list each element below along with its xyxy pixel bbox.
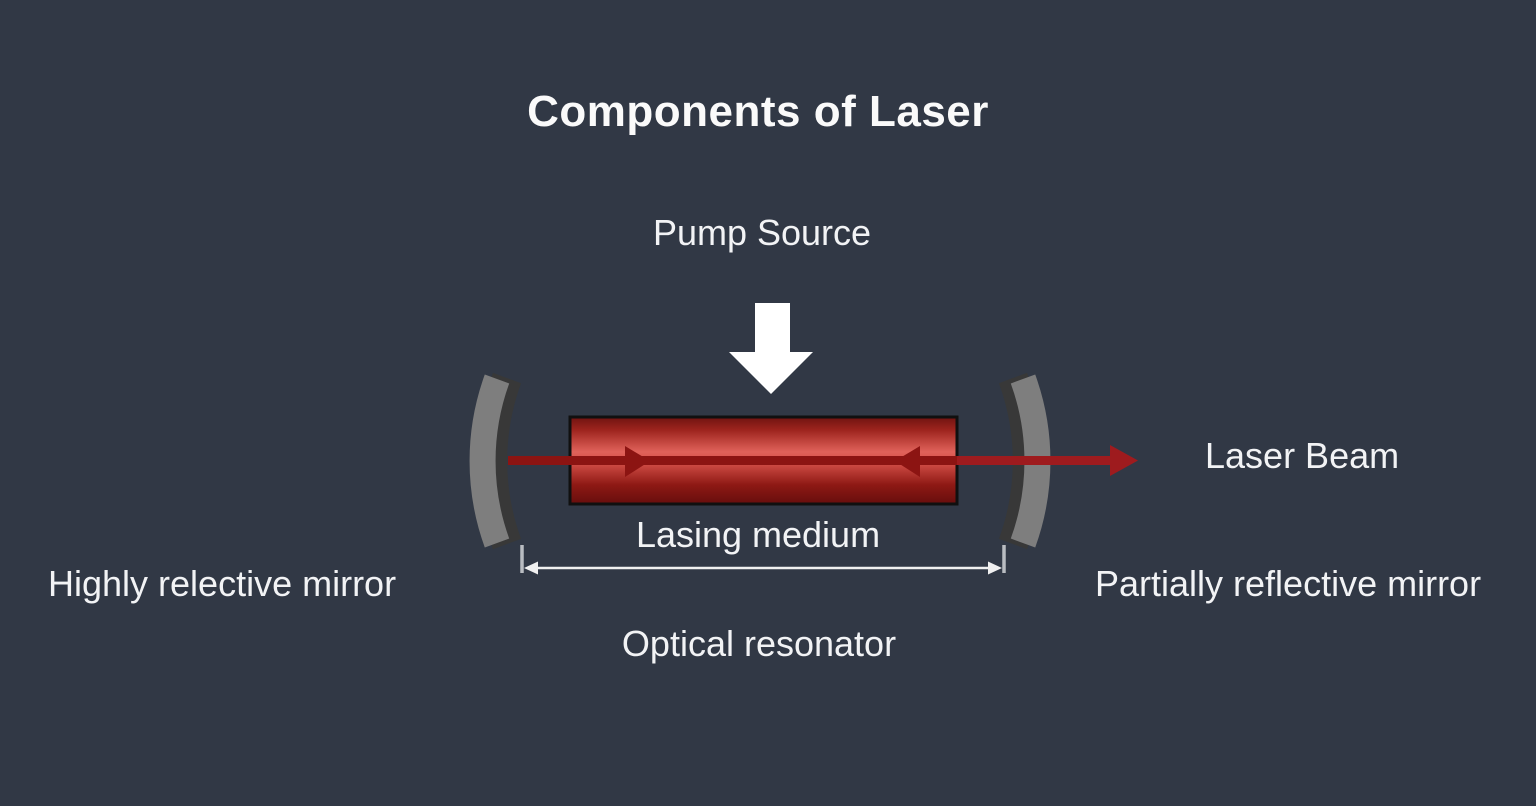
laser-beam-label: Laser Beam: [1205, 435, 1400, 476]
intracavity-beam: [508, 456, 957, 465]
lasing-medium-label: Lasing medium: [635, 514, 881, 555]
optical-resonator-label: Optical resonator: [621, 623, 897, 664]
diagram-title: Components of Laser: [527, 87, 989, 136]
laser-beam-arrowhead-icon: [1110, 445, 1138, 476]
output-beam: [957, 456, 1112, 465]
resonator-extent-left-arrow-icon: [524, 561, 538, 575]
highly-reflective-mirror-label: Highly relective mirror: [48, 563, 397, 604]
resonator-extent-right-arrow-icon: [988, 561, 1002, 575]
intracavity-arrow-left-icon: [895, 446, 920, 477]
pump-source-label: Pump Source: [652, 212, 872, 253]
partially-reflective-mirror-label: Partially reflective mirror: [1095, 563, 1482, 604]
intracavity-arrow-right-icon: [625, 446, 650, 477]
pump-arrow-icon: [729, 303, 813, 394]
left-mirror: [469, 374, 510, 548]
